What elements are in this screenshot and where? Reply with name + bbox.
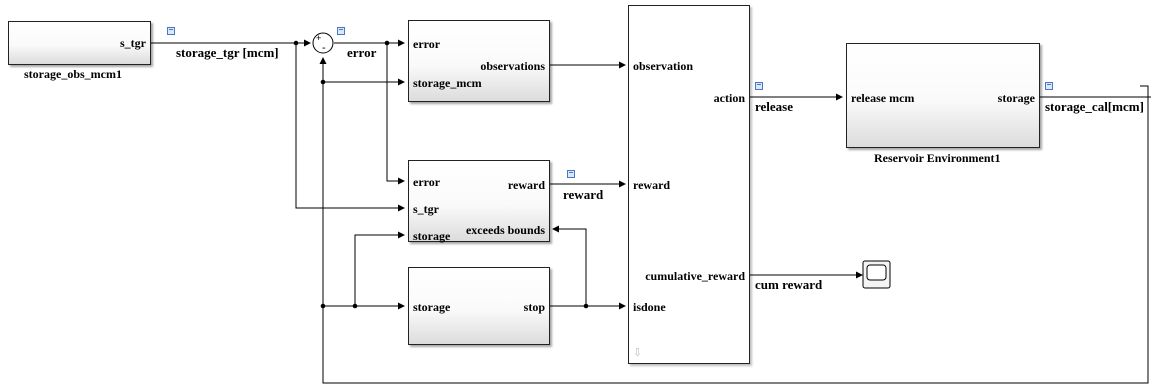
junction-dot xyxy=(384,40,390,46)
storage-obs-block[interactable]: s_tgr xyxy=(8,21,151,65)
line-storage-reward[interactable] xyxy=(354,231,405,306)
agent-port-out-cumulative-reward: cumulative_reward xyxy=(645,269,745,283)
reservoir-port-in-release-mcm: release mcm xyxy=(851,91,915,105)
signal-cum-reward: cum reward xyxy=(755,277,823,292)
agent-port-in-observation: observation xyxy=(633,59,693,73)
reward-port-in-error: error xyxy=(413,175,441,189)
junction-dot xyxy=(320,79,326,85)
observations-subsystem[interactable]: error storage_mcm observations xyxy=(408,20,550,102)
agent-port-out-action: action xyxy=(713,91,745,105)
reservoir-environment-block[interactable]: release mcm storage xyxy=(846,43,1040,148)
scope-icon[interactable] xyxy=(862,260,891,289)
signal-storage-cal: storage_cal[mcm] xyxy=(1045,99,1144,114)
line-storage-feedback[interactable] xyxy=(319,57,1149,384)
rl-agent-block[interactable]: observation reward isdone action cumulat… xyxy=(628,5,750,364)
reward-port-out-exceeds-bounds: exceeds bounds xyxy=(465,223,545,237)
junction-dot xyxy=(583,303,589,309)
reward-port-in-s-tgr: s_tgr xyxy=(413,202,439,216)
line-exceeds-bounds[interactable] xyxy=(552,225,587,306)
line-error-branch[interactable] xyxy=(386,43,405,185)
obs-port-out-observations: observations xyxy=(480,59,545,73)
agent-port-in-isdone: isdone xyxy=(633,300,666,314)
signal-log-icon[interactable] xyxy=(337,27,345,35)
sum-icon[interactable]: + - xyxy=(312,32,334,54)
svg-text:+: + xyxy=(316,33,321,43)
junction-dot xyxy=(352,303,358,309)
signal-error: error xyxy=(347,45,377,60)
signal-log-icon[interactable] xyxy=(167,27,175,35)
stop-subsystem[interactable]: storage stop xyxy=(408,267,550,345)
reservoir-caption: Reservoir Environment1 xyxy=(874,151,1001,165)
signal-storage-tgr: storage_tgr [mcm] xyxy=(176,45,279,60)
stop-port-in-storage: storage xyxy=(413,300,451,314)
signal-log-icon[interactable] xyxy=(567,170,575,178)
signal-reward: reward xyxy=(563,187,604,202)
svg-text:-: - xyxy=(322,42,326,54)
storage-obs-caption: storage_obs_mcm1 xyxy=(24,67,122,81)
signal-log-icon[interactable] xyxy=(1045,82,1053,90)
reward-port-in-storage: storage xyxy=(413,229,451,243)
stop-port-out-stop: stop xyxy=(523,300,545,314)
storage-obs-port-out: s_tgr xyxy=(120,36,146,50)
junction-dot xyxy=(320,303,326,309)
reward-port-out-reward: reward xyxy=(507,178,545,192)
reservoir-port-out-storage: storage xyxy=(997,91,1035,105)
line-s-tgr-branch[interactable] xyxy=(295,43,405,212)
obs-port-in-error: error xyxy=(413,37,441,51)
signal-release: release xyxy=(755,99,794,114)
obs-port-in-storage-mcm: storage_mcm xyxy=(413,76,482,90)
signal-log-icon[interactable] xyxy=(755,82,763,90)
down-arrow-icon: ⇩ xyxy=(633,347,643,359)
junction-dot xyxy=(293,40,299,46)
agent-port-in-reward: reward xyxy=(633,178,671,192)
reward-subsystem[interactable]: error s_tgr storage reward exceeds bound… xyxy=(408,160,550,243)
